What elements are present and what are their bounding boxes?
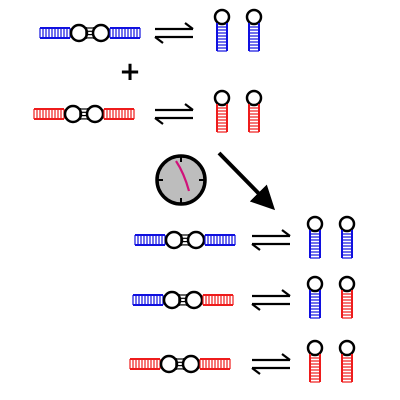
hairpin-right <box>245 89 263 133</box>
duplex-construct <box>33 104 135 124</box>
equilibrium-arrows <box>154 22 194 44</box>
hairpin-left <box>213 8 231 52</box>
hairpin-right <box>338 275 356 319</box>
hairpin-right <box>338 215 356 259</box>
hairpin-left <box>306 275 324 319</box>
duplex-construct <box>39 23 141 43</box>
hairpin-right <box>338 339 356 383</box>
hairpin-left <box>306 339 324 383</box>
reaction-row-red-red-input <box>33 89 263 133</box>
clock-hand <box>175 160 191 192</box>
duplex-construct <box>129 354 231 374</box>
reaction-row-blue-blue-input <box>39 8 263 52</box>
equilibrium-arrows <box>251 229 291 251</box>
hairpin-left <box>306 215 324 259</box>
equilibrium-arrows <box>251 289 291 311</box>
duplex-construct <box>132 290 234 310</box>
diagonal-arrow <box>217 151 276 211</box>
reaction-row-blue-blue-product <box>134 215 356 259</box>
equilibrium-arrows <box>251 353 291 375</box>
reaction-row-blue-red-product <box>132 275 356 319</box>
plus-sign: + <box>119 57 141 87</box>
duplex-construct <box>134 230 236 250</box>
hairpin-right <box>245 8 263 52</box>
hairpin-left <box>213 89 231 133</box>
equilibrium-arrows <box>154 103 194 125</box>
clock-face <box>155 154 207 206</box>
clock-icon <box>155 154 207 206</box>
reaction-row-red-red-product <box>129 339 356 383</box>
